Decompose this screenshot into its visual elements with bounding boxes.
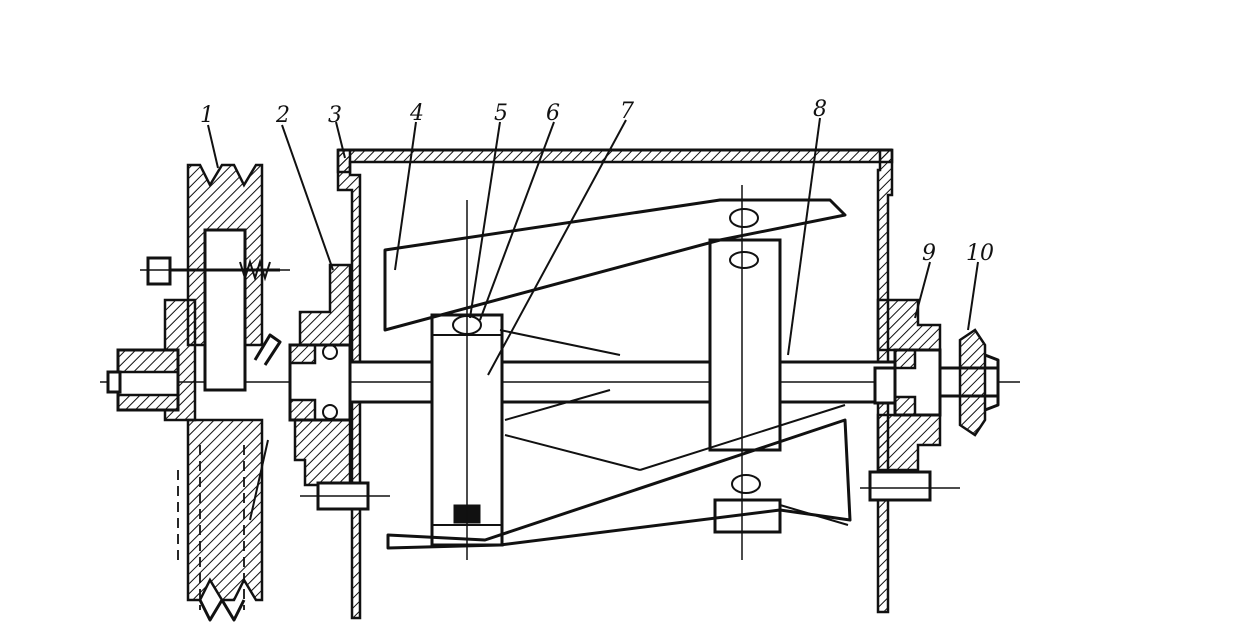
- part-labels: 1 2 3 4 5 6 7 8 9 10: [200, 97, 994, 266]
- label-part-5: 5: [494, 101, 508, 126]
- right-bearing-housing: [860, 298, 1000, 502]
- label-part-10: 10: [966, 241, 994, 266]
- label-part-3: 3: [328, 103, 342, 128]
- blades: [383, 198, 852, 550]
- leader-lines: [207, 117, 979, 376]
- drive-pulley: [106, 163, 290, 622]
- label-part-7: 7: [620, 99, 634, 124]
- right-hub: [708, 185, 782, 560]
- label-part-4: 4: [409, 101, 424, 126]
- left-bearing-housing: [288, 263, 390, 511]
- label-part-1: 1: [200, 103, 214, 128]
- label-part-9: 9: [922, 241, 936, 266]
- left-hub: [430, 200, 504, 560]
- label-part-8: 8: [813, 97, 827, 122]
- label-part-2: 2: [275, 103, 290, 128]
- label-part-6: 6: [546, 101, 560, 126]
